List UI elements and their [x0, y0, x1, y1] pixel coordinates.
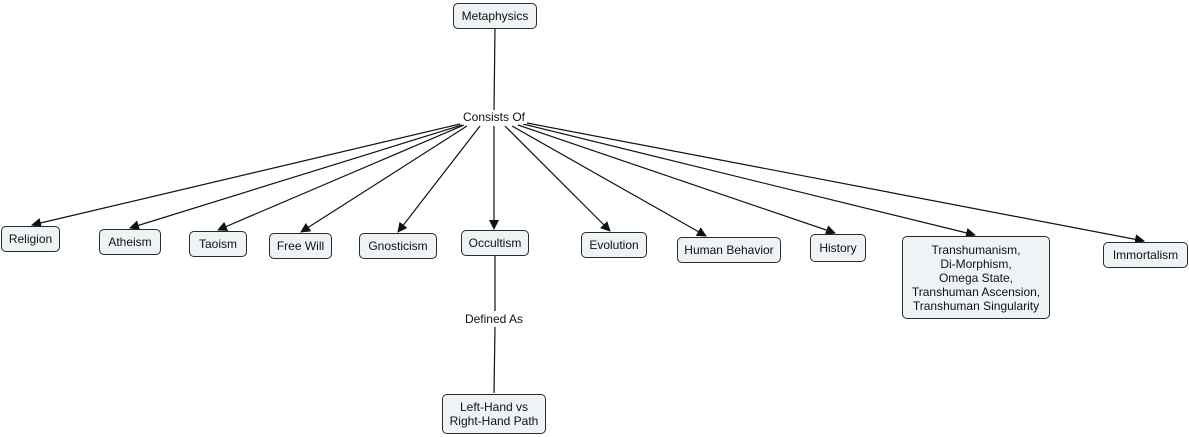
node-metaphysics[interactable]: Metaphysics: [453, 3, 537, 29]
node-left-hand-vs-right-hand-path[interactable]: Left-Hand vs Right-Hand Path: [442, 394, 546, 434]
node-free-will[interactable]: Free Will: [269, 233, 332, 259]
node-history[interactable]: History: [810, 234, 866, 262]
node-taoism[interactable]: Taoism: [189, 231, 247, 257]
node-gnosticism[interactable]: Gnosticism: [359, 233, 437, 259]
arrow-to-human-behavior: [511, 125, 707, 237]
link-label-consists-of: Consists Of: [461, 110, 527, 124]
arrow-to-history: [517, 124, 836, 235]
link-label-defined-as: Defined As: [463, 312, 525, 326]
arrow-to-taoism: [217, 124, 465, 232]
connector-root-to-consists: [493, 27, 496, 112]
arrow-to-immortalism: [526, 122, 1145, 245]
arrow-to-religion: [31, 123, 461, 228]
arrow-to-gnosticism: [397, 125, 481, 233]
node-atheism[interactable]: Atheism: [99, 229, 161, 255]
node-immortalism[interactable]: Immortalism: [1103, 242, 1188, 268]
node-evolution[interactable]: Evolution: [581, 232, 647, 258]
connector-defined-to-path: [493, 326, 496, 394]
node-religion[interactable]: Religion: [1, 226, 60, 252]
node-occultism[interactable]: Occultism: [461, 230, 529, 256]
arrow-to-atheism: [129, 124, 463, 231]
arrow-to-free-will: [300, 125, 468, 233]
node-human-behavior[interactable]: Human Behavior: [677, 237, 781, 263]
arrow-to-transhumanism: [522, 123, 976, 238]
node-transhumanism[interactable]: Transhumanism, Di-Morphism, Omega State,…: [902, 236, 1050, 319]
arrow-to-evolution: [504, 125, 611, 232]
